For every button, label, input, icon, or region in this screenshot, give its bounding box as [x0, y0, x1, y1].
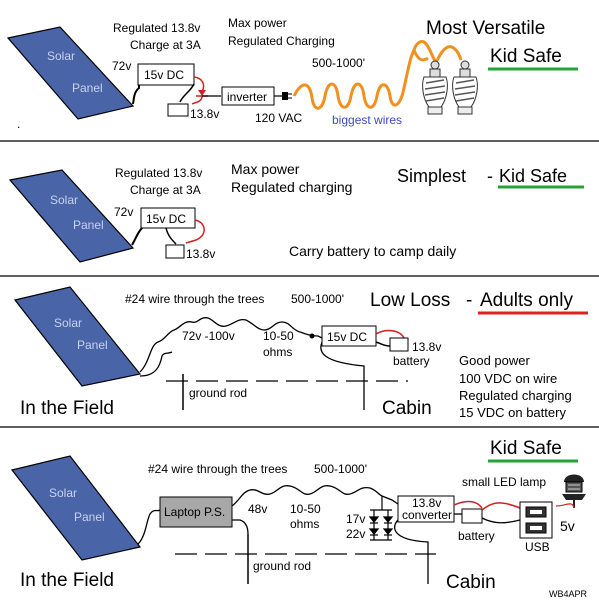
s3-battery-label: battery [393, 354, 430, 368]
s3-ground-rod-label: ground rod [189, 386, 247, 400]
s3-15v-dc-box [321, 325, 377, 347]
solar-panel-3: Solar Panel [13, 286, 142, 387]
s4-usb-label: USB [525, 540, 550, 554]
panel-label-2: Panel [72, 81, 103, 95]
s4-cabin-label: Cabin [446, 572, 496, 593]
section-2-simplest: Solar Panel Regulated 13.8v Charge at 3A… [8, 161, 584, 263]
s3-note-4: 15 VDC on battery [459, 405, 566, 420]
s4-48v-label: 48v [248, 502, 267, 516]
s4-ohms-unit: ohms [290, 517, 319, 531]
s4-ground-rod-label: ground rod [253, 559, 311, 573]
s4-battery-label: battery [458, 529, 495, 543]
s2-15v-dc-box [140, 207, 196, 229]
s2-battery-box [165, 244, 185, 259]
s1-15v-dc-box [137, 63, 195, 86]
section-3-low-loss: Solar Panel #24 wire through the trees 5… [13, 286, 588, 420]
panel-label-1: Solar [50, 193, 78, 207]
author-signature: WB4APR [549, 589, 588, 599]
panel-label-2: Panel [73, 218, 104, 232]
s3-volts-label: 72v -100v [182, 329, 235, 343]
s3-distance-label: 500-1000' [291, 292, 344, 306]
orange-extension-cord [292, 40, 463, 110]
solar-panel-4: Solar Panel [10, 455, 142, 561]
s3-13-8v-label: 13.8v [412, 340, 441, 354]
section-1-most-versatile: Solar Panel . Regulated 13.8v Charge at … [6, 16, 578, 131]
s1-regulated-charging-label: Regulated Charging [228, 34, 335, 48]
led-lamp-icon [562, 474, 586, 508]
panel-label-2: Panel [77, 338, 108, 352]
cfl-bulb-1 [421, 60, 449, 115]
section-4-kid-safe: Solar Panel Kid Safe #24 wire through th… [10, 438, 588, 599]
s4-led-lamp-label: small LED lamp [462, 475, 546, 489]
s4-battery-box [461, 508, 483, 524]
s3-field-label: In the Field [20, 398, 114, 419]
s1-15v-dc-label: 15v DC [144, 68, 184, 82]
s3-dash: - [466, 290, 472, 311]
s3-wire-note: #24 wire through the trees [125, 292, 264, 306]
s2-72v-label: 72v [114, 205, 133, 219]
cfl-bulb-2 [451, 60, 479, 115]
s1-max-power-label: Max power [228, 16, 287, 30]
s3-ohms-value: 10-50 [263, 329, 294, 343]
panel-label-1: Solar [54, 316, 82, 330]
s1-distance-label: 500-1000' [312, 56, 365, 70]
s4-laptop-ps-label: Laptop P.S. [164, 505, 225, 519]
s1-biggest-wires-label: biggest wires [332, 113, 402, 127]
s4-ohms-value: 10-50 [290, 502, 321, 516]
s2-charge-label: Charge at 3A [130, 183, 201, 197]
s4-22v-label: 22v [346, 527, 365, 541]
s1-charge-label: Charge at 3A [130, 38, 201, 52]
s4-converter-label: converter [402, 508, 452, 522]
s3-cabin-label: Cabin [382, 398, 432, 419]
s3-notes: Good power 100 VDC on wire Regulated cha… [459, 353, 572, 420]
s1-120vac-label: 120 VAC [255, 111, 302, 125]
s4-5v-label: 5v [560, 518, 575, 534]
s2-regulated-label: Regulated 13.8v [115, 166, 202, 180]
s1-kid-safe-label: Kid Safe [490, 46, 562, 67]
panel-label-2: Panel [74, 510, 105, 524]
s3-note-1: Good power [459, 353, 530, 368]
s4-converter-box [397, 495, 455, 523]
s1-72v-label: 72v [112, 59, 131, 73]
s3-15v-dc-label: 15v DC [327, 330, 367, 344]
s4-wire-note: #24 wire through the trees [148, 462, 287, 476]
s1-title: Most Versatile [426, 18, 545, 39]
s4-converter-voltage: 13.8v [412, 496, 441, 510]
s2-dash: - [487, 166, 493, 186]
zener-diode-stack [368, 509, 394, 541]
s4-wire-through-trees [231, 485, 399, 507]
s4-laptop-ps-box [159, 496, 233, 528]
panel-label-1: Solar [47, 49, 75, 63]
s4-distance-label: 500-1000' [314, 462, 367, 476]
s3-note-2: 100 VDC on wire [459, 371, 557, 386]
s4-field-label: In the Field [20, 570, 114, 591]
s3-adults-only-label: Adults only [480, 290, 573, 311]
s4-kid-safe-label: Kid Safe [490, 438, 562, 459]
s2-regulated-charging-label: Regulated charging [231, 179, 352, 195]
s4-17v-label: 17v [346, 512, 365, 526]
s1-regulated-label: Regulated 13.8v [113, 21, 200, 35]
corner-mark: . [17, 117, 20, 131]
s1-13-8v-label: 13.8v [190, 107, 219, 121]
s2-kid-safe-label: Kid Safe [499, 166, 567, 186]
solar-panel-2: Solar Panel [8, 169, 135, 263]
s1-inverter-label: inverter [227, 90, 267, 104]
s3-battery-box [389, 337, 409, 352]
s3-note-3: Regulated charging [459, 388, 572, 403]
s3-title: Low Loss [370, 290, 450, 311]
panel-label-1: Solar [49, 486, 77, 500]
s2-15v-dc-label: 15v DC [146, 212, 186, 226]
panel-cable-1 [132, 75, 140, 105]
solar-panel-1: Solar Panel [6, 26, 135, 120]
s1-battery-box [167, 103, 189, 117]
s2-title: Simplest [397, 166, 466, 186]
s2-13-8v-label: 13.8v [186, 247, 215, 261]
s2-carry-note: Carry battery to camp daily [289, 243, 456, 259]
s2-max-power-label: Max power [231, 161, 300, 177]
s3-wire-through-trees [139, 317, 319, 373]
s3-ohms-unit: ohms [263, 345, 292, 359]
